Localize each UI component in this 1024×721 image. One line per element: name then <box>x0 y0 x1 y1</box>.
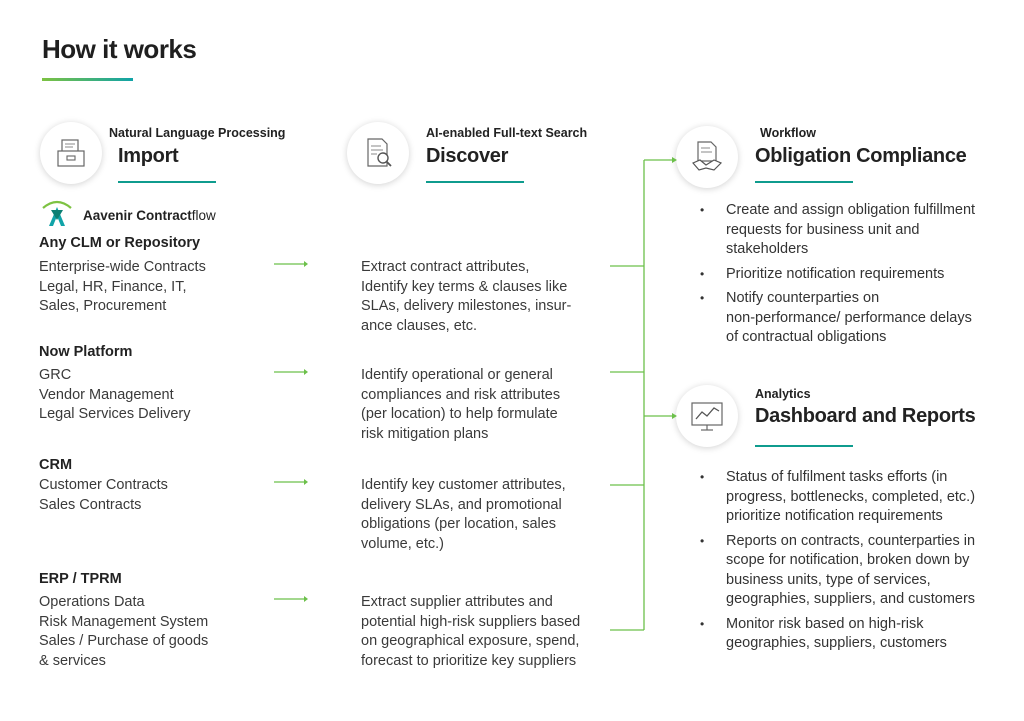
title-underline <box>42 78 133 81</box>
bullet-icon: • <box>700 533 705 548</box>
obligation-kicker: Workflow <box>760 126 817 140</box>
list-item: • Monitor risk based on high-risk geograp… <box>700 615 1015 654</box>
aavenir-logo-text: Aavenir Contractflow <box>83 208 216 223</box>
document-handshake-icon <box>692 141 723 171</box>
discover-item: Identify key customer attributes, delive… <box>361 477 566 552</box>
source-items: GRC Vendor Management Legal Services Del… <box>39 367 191 422</box>
logo-brand: Aavenir <box>83 208 137 223</box>
source-items: Enterprise-wide Contracts Legal, HR, Fin… <box>39 259 206 314</box>
discover-item: Identify operational or general complian… <box>361 367 561 442</box>
analytics-kicker: Analytics <box>755 387 811 401</box>
list-item: • Status of fulfilment tasks efforts (in … <box>700 468 1015 527</box>
import-kicker: Natural Language Processing <box>109 126 286 140</box>
bullet-text: Reports on contracts, counterparties in … <box>726 532 976 608</box>
analytics-bullet-list: • Status of fulfilment tasks efforts (in … <box>700 468 1015 659</box>
bullet-icon: • <box>700 266 705 281</box>
bullet-text: Prioritize notification requirements <box>726 265 945 282</box>
source-items: Operations Data Risk Management System S… <box>39 594 209 669</box>
obligation-underline <box>755 181 853 183</box>
logo-product-light: flow <box>191 208 216 223</box>
source-items: Customer Contracts Sales Contracts <box>39 477 168 513</box>
import-stage-icon-circle <box>40 122 102 184</box>
arrow-right-icon <box>274 261 308 267</box>
connector-lines <box>610 157 677 631</box>
bullet-icon: • <box>700 470 705 484</box>
analytics-stage-icon-circle <box>676 385 738 447</box>
bullet-icon: • <box>700 203 705 217</box>
bullet-text: Status of fulfilment tasks efforts (in p… <box>726 469 976 524</box>
obligation-stage-icon-circle <box>676 126 738 188</box>
page-title: How it works <box>42 34 197 64</box>
list-item: • Notify counterparties on non-performanc… <box>700 289 1015 348</box>
source-title: CRM <box>39 457 73 473</box>
source-title: Now Platform <box>39 344 133 360</box>
arrow-right-icon <box>274 479 308 485</box>
list-item: • Prioritize notification requirements <box>700 265 1015 285</box>
source-title: ERP / TPRM <box>39 571 122 587</box>
discover-underline <box>426 181 524 183</box>
obligation-heading: Obligation Compliance <box>755 145 967 167</box>
discover-item: Extract contract attributes, Identify ke… <box>361 259 572 334</box>
analytics-heading: Dashboard and Reports <box>755 405 976 427</box>
discover-kicker: AI-enabled Full-text Search <box>426 126 588 140</box>
import-heading: Import <box>118 145 179 167</box>
aavenir-logo-icon <box>42 200 72 226</box>
dashboard-chart-icon <box>691 402 723 431</box>
source-title: Any CLM or Repository <box>39 235 201 251</box>
arrow-right-icon <box>274 596 308 602</box>
aavenir-logo-mark <box>40 198 74 233</box>
logo-product-bold: Contract <box>136 208 192 223</box>
discover-stage-icon-circle <box>347 122 409 184</box>
file-cabinet-icon <box>57 139 85 167</box>
bullet-icon: • <box>700 291 705 305</box>
bullet-text: Create and assign obligation fulfillment… <box>726 202 976 257</box>
analytics-underline <box>755 445 853 447</box>
document-search-icon <box>367 138 392 167</box>
arrow-right-icon <box>274 369 308 375</box>
obligation-bullet-list: • Create and assign obligation fulfillmen… <box>700 201 1015 353</box>
list-item: • Create and assign obligation fulfillmen… <box>700 201 1015 260</box>
bullet-text: Monitor risk based on high-risk geograph… <box>726 615 947 652</box>
bullet-icon: • <box>700 616 705 631</box>
discover-heading: Discover <box>426 145 509 167</box>
list-item: • Reports on contracts, counterparties in… <box>700 532 1015 610</box>
import-underline <box>118 181 216 183</box>
bullet-text: Notify counterparties on non-performance… <box>726 290 972 345</box>
discover-item: Extract supplier attributes and potentia… <box>361 594 581 669</box>
